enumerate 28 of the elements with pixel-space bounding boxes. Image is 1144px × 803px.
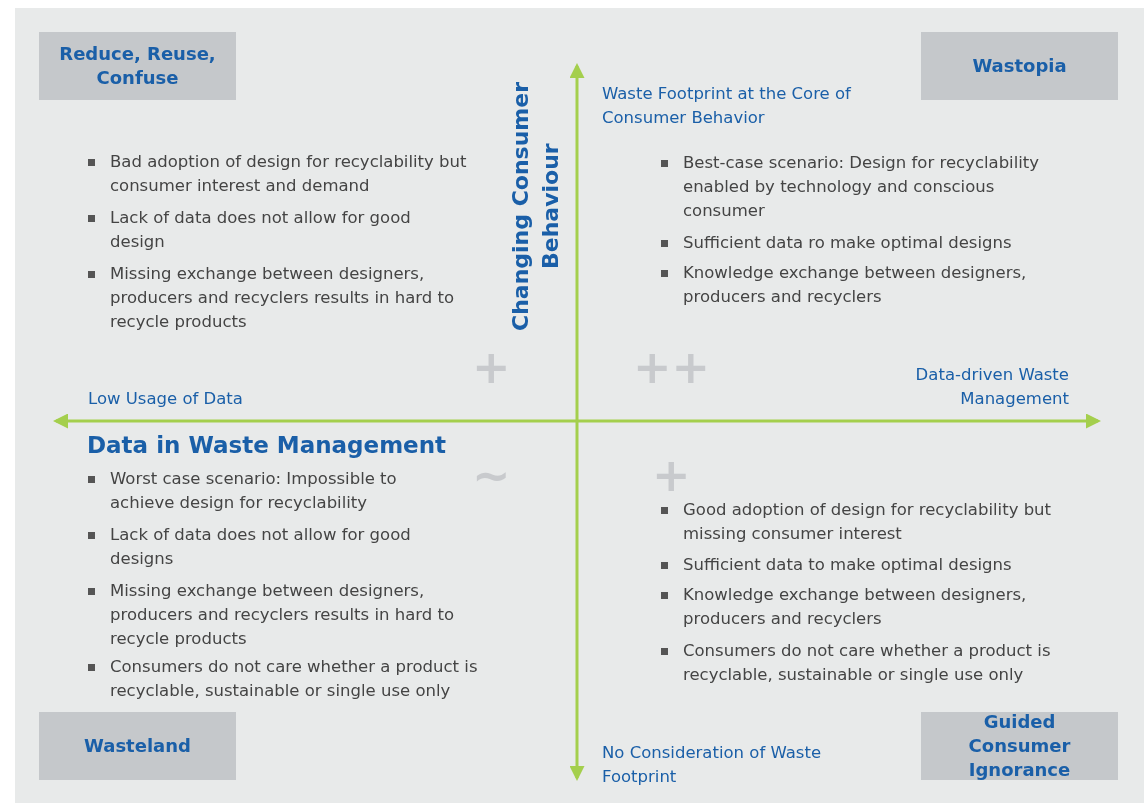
axis-label: Waste Footprint at the Core of Consumer Behavior bbox=[602, 83, 852, 129]
axis-label: Data-driven Waste Management bbox=[914, 364, 1069, 410]
rating-symbol: ~ bbox=[472, 452, 511, 498]
bullet-point: Worst case scenario: Impossible to achieve design for recyclability bbox=[88, 467, 448, 515]
rating-symbol: + bbox=[472, 344, 511, 390]
bullet-point: Lack of data does not allow for good design bbox=[88, 206, 468, 254]
quadrant-title-box: Guided Consumer Ignorance bbox=[921, 712, 1118, 780]
rating-symbol: + bbox=[652, 452, 691, 498]
bullet-point: Knowledge exchange between designers, producers and recyclers bbox=[661, 261, 1051, 309]
quadrant-title-box: Reduce, Reuse, Confuse bbox=[39, 32, 236, 100]
bullet-point: Good adoption of design for recyclability but missing consumer interest bbox=[661, 498, 1061, 546]
quadrant-title-box: Wastopia bbox=[921, 32, 1118, 100]
bullet-point: Knowledge exchange between designers, producers and recyclers bbox=[661, 583, 1061, 631]
bullet-point: Missing exchange between designers, producers and recyclers results in hard to recycle products bbox=[88, 262, 488, 334]
bullet-point: Consumers do not care whether a product is recyclable, sustainable or single use only bbox=[88, 655, 508, 703]
bullet-point: Best-case scenario: Design for recyclability enabled by technology and conscious consumer bbox=[661, 151, 1051, 223]
axis-label: Changing Consumer Behaviour bbox=[507, 80, 564, 333]
quadrant-title-box: Wasteland bbox=[39, 712, 236, 780]
bullet-point: Lack of data does not allow for good designs bbox=[88, 523, 448, 571]
rating-symbol: ++ bbox=[633, 344, 711, 390]
axis-label: No Consideration of Waste Footprint bbox=[602, 742, 823, 788]
bullet-point: Sufficient data to make optimal designs bbox=[661, 553, 1061, 577]
bullet-point: Sufficient data ro make optimal designs bbox=[661, 231, 1051, 255]
diagram-title: Data in Waste Management bbox=[87, 431, 447, 460]
bullet-point: Missing exchange between designers, producers and recyclers results in hard to recycle products bbox=[88, 579, 488, 651]
bullet-point: Consumers do not care whether a product is recyclable, sustainable or single use only bbox=[661, 639, 1091, 687]
axis-label: Low Usage of Data bbox=[88, 388, 244, 410]
bullet-point: Bad adoption of design for recyclability but consumer interest and demand bbox=[88, 150, 468, 198]
